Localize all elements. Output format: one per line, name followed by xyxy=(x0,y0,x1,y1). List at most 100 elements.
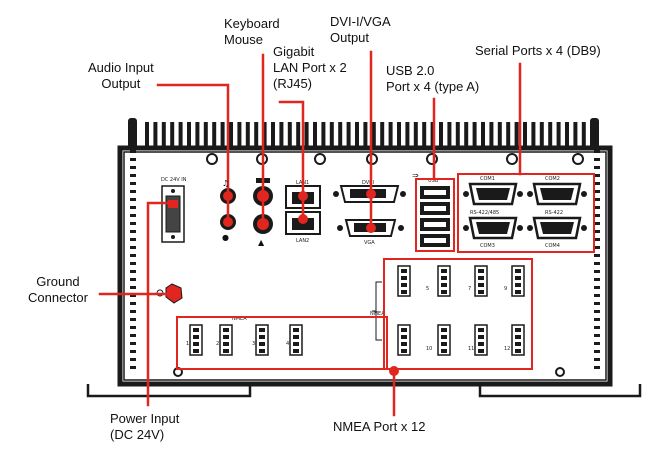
db9-screw xyxy=(463,191,469,197)
nmea-port-number: 4 xyxy=(286,341,289,347)
fin xyxy=(455,122,460,148)
terminal-block xyxy=(511,265,525,297)
terminal-block xyxy=(397,265,411,297)
terminal-pin xyxy=(293,335,299,339)
fin xyxy=(229,122,233,148)
fin xyxy=(220,122,225,148)
vent-right xyxy=(594,342,600,345)
fin xyxy=(296,122,301,148)
vent-right xyxy=(594,262,600,265)
vent-right xyxy=(594,222,600,225)
nmea-port-number: 11 xyxy=(468,346,474,352)
vent-left xyxy=(130,222,136,225)
audio-label: Audio Input Output xyxy=(88,60,154,91)
vent-left xyxy=(130,286,136,289)
nmea-port-number: 2 xyxy=(216,341,219,347)
vent-right xyxy=(594,286,600,289)
terminal-pin xyxy=(401,328,407,332)
terminal-pin xyxy=(401,349,407,353)
vent-left xyxy=(130,206,136,209)
usb-text: USB xyxy=(428,178,439,184)
db9-screw xyxy=(517,191,523,197)
vent-right xyxy=(594,270,600,273)
terminal-pin xyxy=(193,335,199,339)
vent-right xyxy=(594,174,600,177)
serial-ports-label: Serial Ports x 4 (DB9) xyxy=(475,43,601,58)
db9-screw xyxy=(581,225,587,231)
terminal-pin xyxy=(441,342,447,346)
fin xyxy=(187,122,191,148)
fin xyxy=(380,122,385,148)
vent-right xyxy=(594,190,600,193)
fin xyxy=(430,122,435,148)
fin xyxy=(355,122,359,148)
vent-right xyxy=(594,158,600,161)
rs422-text: RS-422 xyxy=(545,210,563,216)
dc-in-text: DC 24V IN xyxy=(161,177,187,183)
com3-text: COM3 xyxy=(480,243,495,249)
vent-right xyxy=(594,318,600,321)
fin xyxy=(279,122,284,148)
vent-left xyxy=(130,174,136,177)
ground-connector xyxy=(156,283,183,304)
fin xyxy=(212,122,217,148)
lan2-text: LAN2 xyxy=(296,238,309,244)
com2-text: COM2 xyxy=(545,176,560,182)
vent-left xyxy=(130,302,136,305)
cooling-fins xyxy=(128,118,599,152)
db9-screw xyxy=(527,191,533,197)
terminal-pin xyxy=(223,328,229,332)
terminal-pin xyxy=(259,328,265,332)
terminal-pin xyxy=(478,276,484,280)
vent-holes xyxy=(130,150,600,369)
fin xyxy=(548,122,553,148)
vent-left xyxy=(130,166,136,169)
dvi-text: DVI-I xyxy=(362,180,374,186)
vent-left xyxy=(130,334,136,337)
terminal-pin xyxy=(223,342,229,346)
fin xyxy=(422,122,427,148)
vent-right xyxy=(594,302,600,305)
terminal-block xyxy=(219,324,233,356)
fin xyxy=(556,122,561,148)
vent-left xyxy=(130,358,136,361)
port-glyphs: ♫ ● ▲ ⇒ xyxy=(222,171,419,247)
dc-input-connector xyxy=(161,185,185,243)
terminal-pin xyxy=(441,335,447,339)
terminal-pin xyxy=(401,283,407,287)
vent-left xyxy=(130,150,136,153)
audio-jacks xyxy=(220,188,236,230)
nmea-port-number: 9 xyxy=(504,286,507,292)
rs422-485-text: RS-422/485 xyxy=(470,210,499,216)
nmea-texts: NMEA NMEA DC 24V IN xyxy=(161,177,385,322)
vent-right xyxy=(594,230,600,233)
terminal-pin xyxy=(441,290,447,294)
terminal-pin xyxy=(401,290,407,294)
vent-left xyxy=(130,350,136,353)
fin xyxy=(237,122,242,148)
usb-label: USB 2.0 Port x 4 (type A) xyxy=(386,63,480,94)
vent-right xyxy=(594,198,600,201)
terminal-pin xyxy=(478,290,484,294)
fin xyxy=(472,122,477,148)
vent-right xyxy=(594,366,600,369)
db9-screw xyxy=(517,225,523,231)
vent-right xyxy=(594,358,600,361)
fin xyxy=(262,122,267,148)
vent-right xyxy=(594,150,600,153)
terminal-pin xyxy=(223,335,229,339)
fin xyxy=(245,122,250,148)
terminal-pin xyxy=(441,269,447,273)
terminal-pin xyxy=(441,349,447,353)
terminal-pin xyxy=(478,283,484,287)
vent-right xyxy=(594,294,600,297)
fin xyxy=(346,122,351,148)
fin xyxy=(203,122,208,148)
vga-text: VGA xyxy=(364,240,375,246)
fin xyxy=(161,122,166,148)
terminal-block xyxy=(397,324,411,356)
fin xyxy=(531,122,536,148)
usb-icon: ⇒ xyxy=(412,171,419,180)
vent-right xyxy=(594,254,600,257)
vent-left xyxy=(130,246,136,249)
